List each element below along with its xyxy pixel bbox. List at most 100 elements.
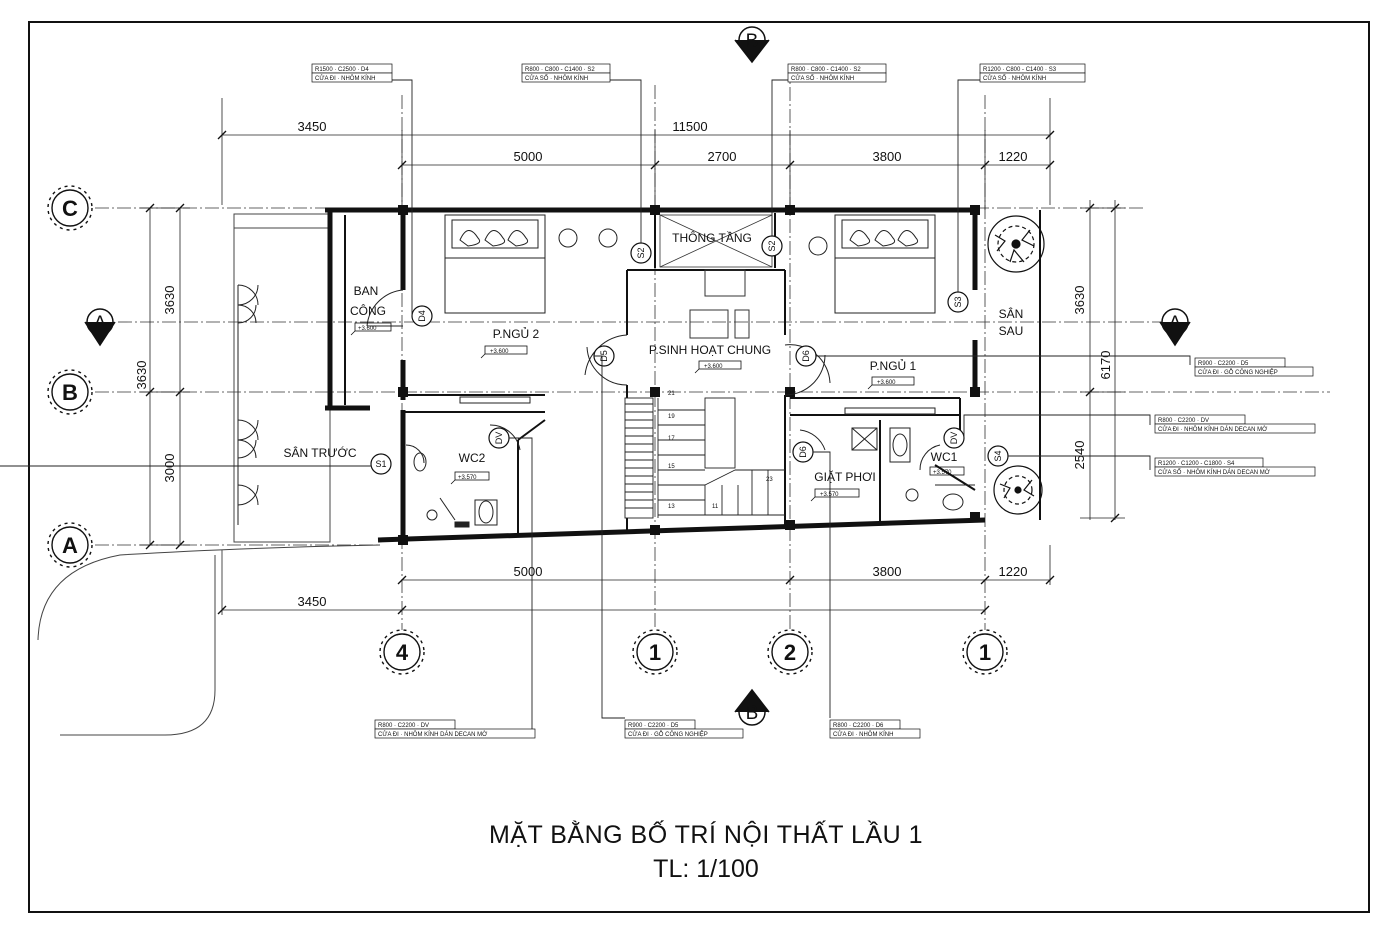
- room-san-truoc: SÂN TRƯỚC: [284, 445, 357, 460]
- grid-col-4: 4: [396, 640, 409, 665]
- dim-bottom-c: 3800: [873, 564, 902, 579]
- marker-s2a: S2: [636, 247, 646, 258]
- marker-s1: S1: [375, 459, 386, 469]
- grid-bubbles: [47, 185, 1008, 675]
- dim-top-d: 1220: [999, 149, 1028, 164]
- tag-6-desc: CỬA ĐI · NHÔM KÍNH DÁN DECAN MỜ: [1158, 426, 1267, 433]
- section-b-bottom: B: [746, 703, 759, 724]
- marker-s2b: S2: [767, 240, 777, 251]
- marker-circles: [370, 235, 1009, 475]
- marker-d6a: D6: [801, 350, 811, 362]
- drawing-frame: [28, 21, 1370, 913]
- tree-bottom: [993, 465, 1043, 515]
- tag-2-code: R800 · C800 - C1400 · S2: [525, 67, 595, 73]
- tag-2-desc: CỬA SỔ · NHÔM KÍNH: [525, 75, 588, 82]
- tag-5-desc: CỬA ĐI · GỖ CÔNG NGHIỆP: [1198, 368, 1278, 376]
- marker-d6b: D6: [798, 446, 808, 458]
- dimension-lines: [140, 98, 1125, 615]
- room-p-ngu-1: P.NGỦ 1: [870, 358, 917, 373]
- dim-bottom-left: 3450: [298, 594, 327, 609]
- tree-top: [987, 215, 1045, 273]
- tag-4-code: R1200 · C800 - C1400 · S3: [983, 67, 1057, 73]
- dim-top-c: 3800: [873, 149, 902, 164]
- living-furniture: [689, 269, 750, 339]
- dim-right-2: 6170: [1098, 351, 1113, 380]
- level-sinh-hoat: +3.600: [704, 364, 723, 370]
- marker-s4: S4: [993, 450, 1003, 461]
- stair-step-5: 13: [668, 504, 675, 510]
- room-ban-cong-2: CÔNG: [350, 303, 386, 318]
- dim-top-left: 3450: [298, 119, 327, 134]
- dim-top-a: 5000: [514, 149, 543, 164]
- level-p-ngu-2: +3.600: [490, 349, 509, 355]
- section-markers: [84, 26, 1191, 726]
- dim-top-total: 11500: [672, 119, 707, 134]
- section-a-right: A: [1169, 313, 1182, 334]
- grid-col-1a: 1: [649, 640, 661, 665]
- room-p-ngu-2: P.NGỦ 2: [493, 326, 540, 341]
- stair-step-1: 21: [668, 391, 675, 397]
- room-wc2: WC2: [459, 451, 486, 465]
- tag-text: R1500 · C2500 · D4 CỬA ĐI · NHÔM KÍNH R8…: [315, 67, 1278, 738]
- section-b-top: B: [746, 31, 759, 52]
- room-wc1: WC1: [931, 450, 958, 464]
- leader-lines: [0, 79, 1191, 735]
- tag-7-desc: CỬA SỔ · NHÔM KÍNH DÁN DECAN MỜ: [1158, 469, 1270, 476]
- wc2-fixtures: [405, 444, 498, 528]
- tag-8-desc: CỬA ĐI · NHÔM KÍNH DÁN DECAN MỜ: [378, 731, 487, 738]
- tag-10-code: R800 · C2200 · D6: [833, 723, 884, 729]
- dim-right-3: 2540: [1072, 441, 1087, 470]
- wc1-fixtures: [851, 427, 975, 511]
- room-sinh-hoat: P.SINH HOẠT CHUNG: [649, 343, 771, 357]
- dim-bottom-a: 5000: [514, 564, 543, 579]
- marker-dv2: DV: [949, 432, 959, 445]
- washing-area: [459, 396, 936, 415]
- stair-step-3: 17: [668, 436, 675, 442]
- grid-row-b: B: [62, 380, 78, 405]
- bed-room-2: [444, 214, 578, 314]
- level-wc2: +3.570: [458, 475, 477, 481]
- drawing-scale: TL: 1/100: [653, 855, 759, 883]
- room-thong-tang: THÔNG TẦNG: [672, 230, 752, 245]
- tag-8-code: R800 · C2200 · DV: [378, 723, 429, 729]
- room-san-sau-2: SAU: [999, 324, 1024, 338]
- dim-bottom-d: 1220: [999, 564, 1028, 579]
- level-ban-cong: +3.600: [358, 326, 377, 332]
- tag-6-code: R800 · C2200 · DV: [1158, 418, 1209, 424]
- door-swings: [366, 289, 941, 471]
- dim-left-2: 3630: [134, 361, 149, 390]
- section-a-left: A: [94, 313, 107, 334]
- grid-row-c: C: [62, 196, 78, 221]
- tag-1-code: R1500 · C2500 · D4: [315, 67, 369, 73]
- room-giat-phoi: GIẶT PHƠI: [814, 469, 875, 484]
- level-wc1: +3.570: [933, 470, 952, 476]
- staircase: [624, 397, 785, 519]
- tag-4-desc: CỬA SỔ · NHÔM KÍNH: [983, 75, 1046, 82]
- columns: [398, 205, 980, 545]
- dim-left-1: 3630: [162, 286, 177, 315]
- dim-left-3: 3000: [162, 454, 177, 483]
- dim-top-b: 2700: [708, 149, 737, 164]
- room-san-sau-1: SÂN: [999, 306, 1024, 321]
- tag-1-desc: CỬA ĐI · NHÔM KÍNH: [315, 75, 375, 82]
- dim-right-1: 3630: [1072, 286, 1087, 315]
- dimension-ticks: [145, 130, 1120, 615]
- stair-step-6: 11: [712, 504, 719, 510]
- marker-d5: D5: [599, 350, 609, 362]
- tag-3-desc: CỬA SỔ · NHÔM KÍNH: [791, 75, 854, 82]
- grid-col-2: 2: [784, 640, 796, 665]
- tag-9-desc: CỬA ĐI · GỖ CÔNG NGHIỆP: [628, 730, 708, 738]
- stair-step-4: 15: [668, 464, 675, 470]
- bed-room-1: [598, 214, 936, 314]
- drawing-title: MẶT BẰNG BỐ TRÍ NỘI THẤT LẦU 1: [489, 819, 923, 849]
- marker-s3: S3: [953, 296, 963, 307]
- tag-3-code: R800 · C800 - C1400 · S2: [791, 67, 861, 73]
- marker-d4: D4: [417, 310, 427, 322]
- marker-dv1: DV: [494, 432, 504, 445]
- tag-5-code: R900 · C2200 · D5: [1198, 361, 1249, 367]
- grid-row-a: A: [62, 533, 78, 558]
- tag-boxes: [311, 63, 1316, 739]
- stair-step-2: 19: [668, 414, 675, 420]
- folding-door: [237, 284, 259, 525]
